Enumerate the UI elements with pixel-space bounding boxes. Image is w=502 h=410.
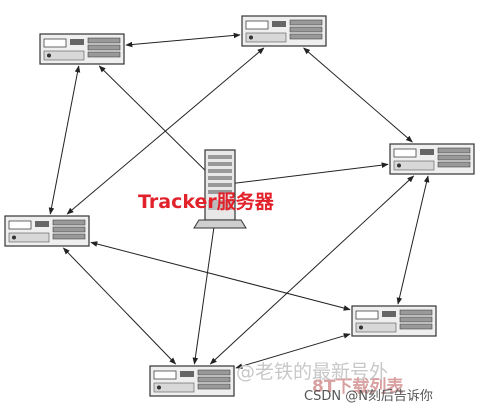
- tracker-link-pc-right: [219, 162, 389, 186]
- peer-link-pc-right-pc-bottom-right: [396, 175, 430, 305]
- peer-link-pc-top-left-pc-left: [48, 65, 81, 215]
- peer-link-pc-left-pc-bottom-center: [62, 247, 177, 365]
- pc-right-computer-icon: [389, 143, 475, 175]
- pc-bottom-center-computer-icon: [149, 365, 235, 397]
- tracker-server-label: Tracker服务器: [138, 190, 275, 213]
- pc-bottom-right-computer-icon: [351, 305, 437, 337]
- pc-top-left-computer-icon: [39, 33, 125, 65]
- peer-link-pc-left-pc-bottom-right: [90, 241, 351, 311]
- peer-link-pc-top-center-pc-right: [303, 47, 413, 143]
- watermark-line2: CSDN @N刻后告诉你: [304, 389, 433, 404]
- devices-layer: [4, 15, 475, 397]
- tracker-server-icon: [193, 149, 247, 229]
- pc-left-computer-icon: [4, 215, 90, 247]
- peer-link-pc-top-left-pc-top-center: [125, 32, 241, 48]
- watermark-line1: @老铁的最新号外: [236, 361, 388, 383]
- pc-top-center-computer-icon: [241, 15, 327, 47]
- peer-link-pc-bottom-right-pc-bottom-center: [235, 333, 351, 369]
- watermark-partial: 8T下载列表: [312, 376, 404, 397]
- tracker-link-pc-top-left: [98, 65, 221, 186]
- peer-link-pc-right-pc-bottom-center: [209, 175, 415, 365]
